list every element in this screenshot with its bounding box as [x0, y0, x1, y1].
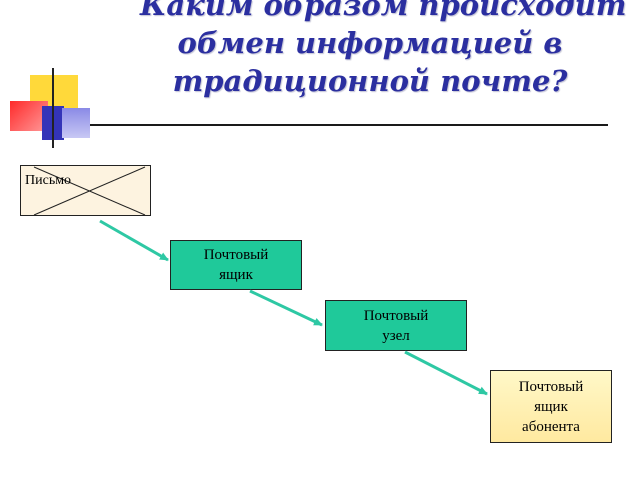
- title-divider: [90, 124, 608, 126]
- title-line-3: традиционной почте?: [172, 64, 568, 98]
- letter-envelope-node: Письмо: [20, 165, 151, 216]
- letter-label: Письмо: [25, 173, 72, 188]
- arrow-post-office-to-recipient: [404, 350, 488, 396]
- post-office-node: Почтовый узел: [325, 300, 467, 351]
- mailbox-node: Почтовый ящик: [170, 240, 302, 290]
- recipient-line-3: абонента: [522, 418, 580, 435]
- arrow-mailbox-to-post-office: [249, 289, 323, 327]
- mailbox-line-1: Почтовый: [203, 247, 269, 263]
- mailbox-line-2: ящик: [219, 267, 253, 283]
- envelope-icon: [33, 166, 146, 216]
- lavender-square: [62, 108, 90, 138]
- page-title: Каким образом происходит обмен информаци…: [140, 0, 627, 100]
- title-line-2: обмен информацией в: [177, 26, 563, 60]
- post-office-line-2: узел: [382, 327, 410, 344]
- recipient-mailbox-node: Почтовый ящик абонента: [490, 370, 612, 443]
- title-line-1: Каким образом происходит: [140, 0, 627, 22]
- recipient-line-1: Почтовый: [518, 378, 584, 395]
- vertical-line: [52, 68, 54, 148]
- recipient-line-2: ящик: [534, 398, 568, 415]
- arrow-letter-to-mailbox: [99, 219, 169, 262]
- red-square: [10, 101, 48, 131]
- post-office-line-1: Почтовый: [363, 307, 429, 324]
